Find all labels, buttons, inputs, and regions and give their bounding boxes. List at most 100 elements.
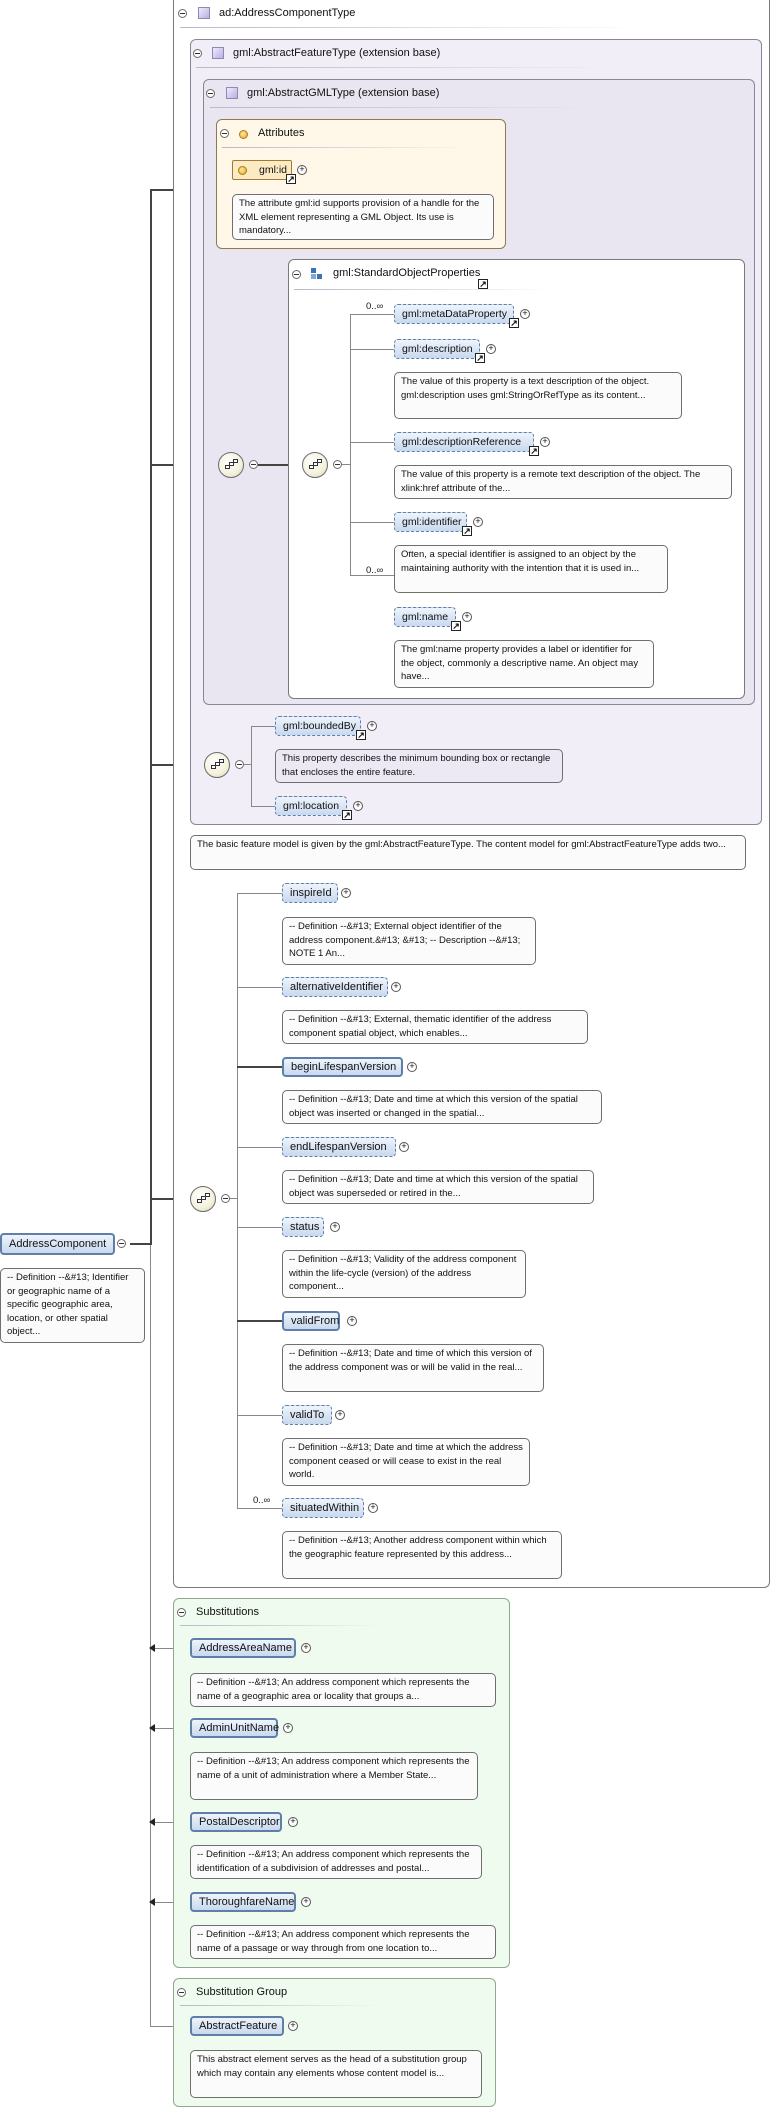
alternative-identifier-doc: -- Definition --&#13; External, thematic… [282, 1010, 588, 1044]
gml-sequence-compositor-icon[interactable] [218, 452, 244, 478]
abstract-feature-expand-icon[interactable]: + [288, 2021, 298, 2031]
gml-seq-to-sop [258, 464, 304, 466]
sop-collapse-icon[interactable] [292, 270, 301, 279]
gml-id-ref-icon[interactable]: ↗ [286, 174, 296, 184]
name-occurrence: 0..∞ [366, 565, 384, 576]
description-doc: The value of this property is a text des… [394, 372, 682, 419]
valid-to-element[interactable]: validTo [282, 1405, 332, 1425]
situated-within-element[interactable]: situatedWithin [282, 1498, 364, 1518]
sop-branch-3 [350, 442, 394, 443]
sop-sequence-collapse-icon[interactable] [333, 460, 342, 469]
description-expand-icon[interactable]: + [486, 344, 496, 354]
situated-within-occurrence: 0..∞ [253, 1495, 271, 1506]
description-reference-element[interactable]: gml:descriptionReference [394, 432, 534, 452]
substitution-group-collapse-icon[interactable] [177, 1988, 186, 1997]
identifier-expand-icon[interactable]: + [473, 517, 483, 527]
main-branch-8 [237, 1508, 282, 1509]
gml-sequence-collapse-icon[interactable] [249, 460, 258, 469]
alternative-identifier-expand-icon[interactable]: + [391, 982, 401, 992]
attributes-title: Attributes [258, 127, 305, 139]
thoroughfare-name-element[interactable]: ThoroughfareName [190, 1892, 296, 1912]
name-element[interactable]: gml:name [394, 607, 456, 627]
metadata-expand-icon[interactable]: + [520, 309, 530, 319]
subst-arrow-3 [149, 1818, 155, 1826]
postal-descriptor-doc: -- Definition --&#13; An address compone… [190, 1845, 482, 1879]
gml-type-collapse-icon[interactable] [206, 89, 215, 98]
abstract-feature-element[interactable]: AbstractFeature [190, 2016, 284, 2036]
valid-to-doc: -- Definition --&#13; Date and time at w… [282, 1438, 530, 1486]
end-lifespan-version-doc: -- Definition --&#13; Date and time at w… [282, 1170, 594, 1204]
address-area-name-expand-icon[interactable]: + [301, 1643, 311, 1653]
main-sequence-collapse-icon[interactable] [221, 1194, 230, 1203]
metadata-property-element[interactable]: gml:metaDataProperty [394, 304, 514, 324]
begin-lifespan-version-expand-icon[interactable]: + [407, 1062, 417, 1072]
sop-seq-stub [342, 464, 350, 465]
gml-id-label: gml:id [259, 164, 288, 176]
substitutions-collapse-icon[interactable] [177, 1608, 186, 1617]
location-element[interactable]: gml:location [275, 796, 347, 816]
main-sequence-compositor-icon[interactable] [190, 1186, 216, 1212]
address-area-name-element[interactable]: AddressAreaName [190, 1638, 296, 1658]
root-collapse-icon[interactable] [117, 1239, 126, 1248]
feature-branch-1 [251, 726, 275, 727]
bounded-by-doc: This property describes the minimum boun… [275, 749, 563, 783]
type-header-rule [180, 27, 640, 28]
thoroughfare-name-expand-icon[interactable]: + [301, 1897, 311, 1907]
name-expand-icon[interactable]: + [462, 612, 472, 622]
identifier-ref-icon[interactable]: ↗ [462, 526, 472, 536]
status-expand-icon[interactable]: + [330, 1222, 340, 1232]
attributes-collapse-icon[interactable] [220, 129, 229, 138]
feature-sequence-collapse-icon[interactable] [235, 760, 244, 769]
description-reference-expand-icon[interactable]: + [540, 437, 550, 447]
bounded-by-element[interactable]: gml:boundedBy [275, 716, 361, 736]
sop-branch-vertical [350, 314, 351, 576]
gml-id-doc: The attribute gml:id supports provision … [232, 194, 494, 240]
type-collapse-icon[interactable] [178, 9, 187, 18]
address-area-name-doc: -- Definition --&#13; An address compone… [190, 1673, 496, 1707]
admin-unit-name-element[interactable]: AdminUnitName [190, 1718, 279, 1738]
subst-arrow-4 [149, 1898, 155, 1906]
bounded-by-ref-icon[interactable]: ↗ [356, 730, 366, 740]
feature-sequence-compositor-icon[interactable] [204, 752, 230, 778]
identifier-element[interactable]: gml:identifier [394, 512, 467, 532]
location-expand-icon[interactable]: + [353, 801, 363, 811]
situated-within-doc: -- Definition --&#13; Another address co… [282, 1531, 562, 1579]
admin-unit-name-expand-icon[interactable]: + [283, 1723, 293, 1733]
trunk-to-main-seq [150, 1198, 189, 1200]
location-ref-icon[interactable]: ↗ [342, 810, 352, 820]
substitution-group-header-rule [180, 2005, 380, 2006]
attributes-header-rule [222, 147, 472, 148]
valid-from-expand-icon[interactable]: + [347, 1316, 357, 1326]
sop-branch-4 [350, 522, 394, 523]
trunk-line [150, 189, 152, 1245]
thoroughfare-name-doc: -- Definition --&#13; An address compone… [190, 1925, 496, 1959]
alternative-identifier-element[interactable]: alternativeIdentifier [282, 977, 388, 997]
valid-from-element[interactable]: validFrom [282, 1311, 340, 1331]
root-element[interactable]: AddressComponent [0, 1233, 115, 1255]
gml-id-expand-icon[interactable]: + [297, 165, 307, 175]
inspire-id-element[interactable]: inspireId [282, 883, 338, 903]
situated-within-expand-icon[interactable]: + [368, 1503, 378, 1513]
end-lifespan-version-element[interactable]: endLifespanVersion [282, 1137, 396, 1157]
valid-to-expand-icon[interactable]: + [335, 1410, 345, 1420]
status-element[interactable]: status [282, 1217, 324, 1237]
postal-descriptor-element[interactable]: PostalDescriptor [190, 1812, 282, 1832]
description-element[interactable]: gml:description [394, 339, 480, 359]
gml-id-attribute[interactable]: gml:id [232, 160, 292, 180]
sop-ref-icon[interactable]: ↗ [478, 279, 488, 289]
bounded-by-expand-icon[interactable]: + [367, 721, 377, 731]
description-ref-icon[interactable]: ↗ [475, 353, 485, 363]
metadata-ref-icon[interactable]: ↗ [509, 318, 519, 328]
sop-header-rule [294, 289, 554, 290]
abstract-feature-type-title: gml:AbstractFeatureType (extension base) [233, 47, 441, 59]
description-reference-ref-icon[interactable]: ↗ [529, 446, 539, 456]
postal-descriptor-expand-icon[interactable]: + [288, 1817, 298, 1827]
feature-type-collapse-icon[interactable] [193, 49, 202, 58]
main-branch-2 [237, 987, 282, 988]
inspire-id-expand-icon[interactable]: + [341, 888, 351, 898]
end-lifespan-version-expand-icon[interactable]: + [399, 1142, 409, 1152]
address-component-type-title: ad:AddressComponentType [219, 7, 356, 19]
begin-lifespan-version-element[interactable]: beginLifespanVersion [282, 1057, 403, 1077]
sop-sequence-compositor-icon[interactable] [302, 452, 328, 478]
name-ref-icon[interactable]: ↗ [451, 621, 461, 631]
